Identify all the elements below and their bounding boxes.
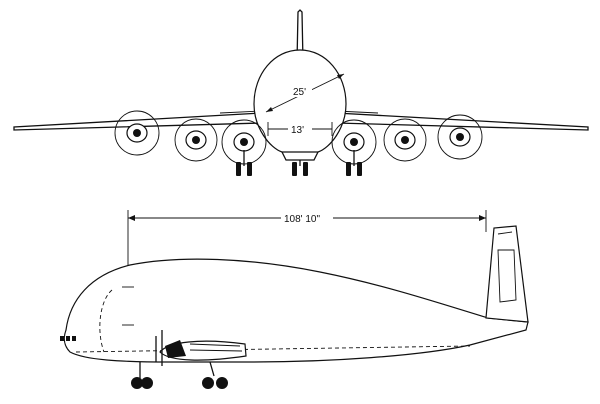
right-wing <box>335 112 589 131</box>
length-arrow-a <box>128 215 135 221</box>
tail-fin-front <box>296 9 304 63</box>
front-view: 25' 13' <box>13 9 589 176</box>
landing-gear-side <box>131 361 228 389</box>
engine-left-mid <box>174 118 218 162</box>
length-label: 108' 10" <box>284 214 320 225</box>
diameter-arrow-a <box>266 107 273 112</box>
landing-gear-left <box>236 150 252 176</box>
side-view: 108' 10" <box>60 210 529 389</box>
engine-left-outer <box>114 110 160 156</box>
nose-hinge-line <box>99 289 113 353</box>
engine-right-inner <box>331 119 377 165</box>
engine-right-outer <box>437 114 483 160</box>
tail-fin-side <box>485 225 529 323</box>
lower-fuselage-front <box>281 151 319 161</box>
engine-right-mid <box>383 118 427 162</box>
length-arrow-b <box>479 215 486 221</box>
cockpit-windows <box>60 336 76 341</box>
diameter-label: 25' <box>293 87 306 98</box>
engine-nacelles-side <box>155 330 247 366</box>
engine-left-inner <box>221 119 267 165</box>
cabin-floor-line <box>75 345 471 353</box>
landing-gear-nose <box>292 160 308 176</box>
width-label: 13' <box>291 125 304 136</box>
fuselage-side <box>63 258 529 363</box>
landing-gear-right <box>346 150 362 176</box>
diameter-arrow-b <box>337 74 344 79</box>
